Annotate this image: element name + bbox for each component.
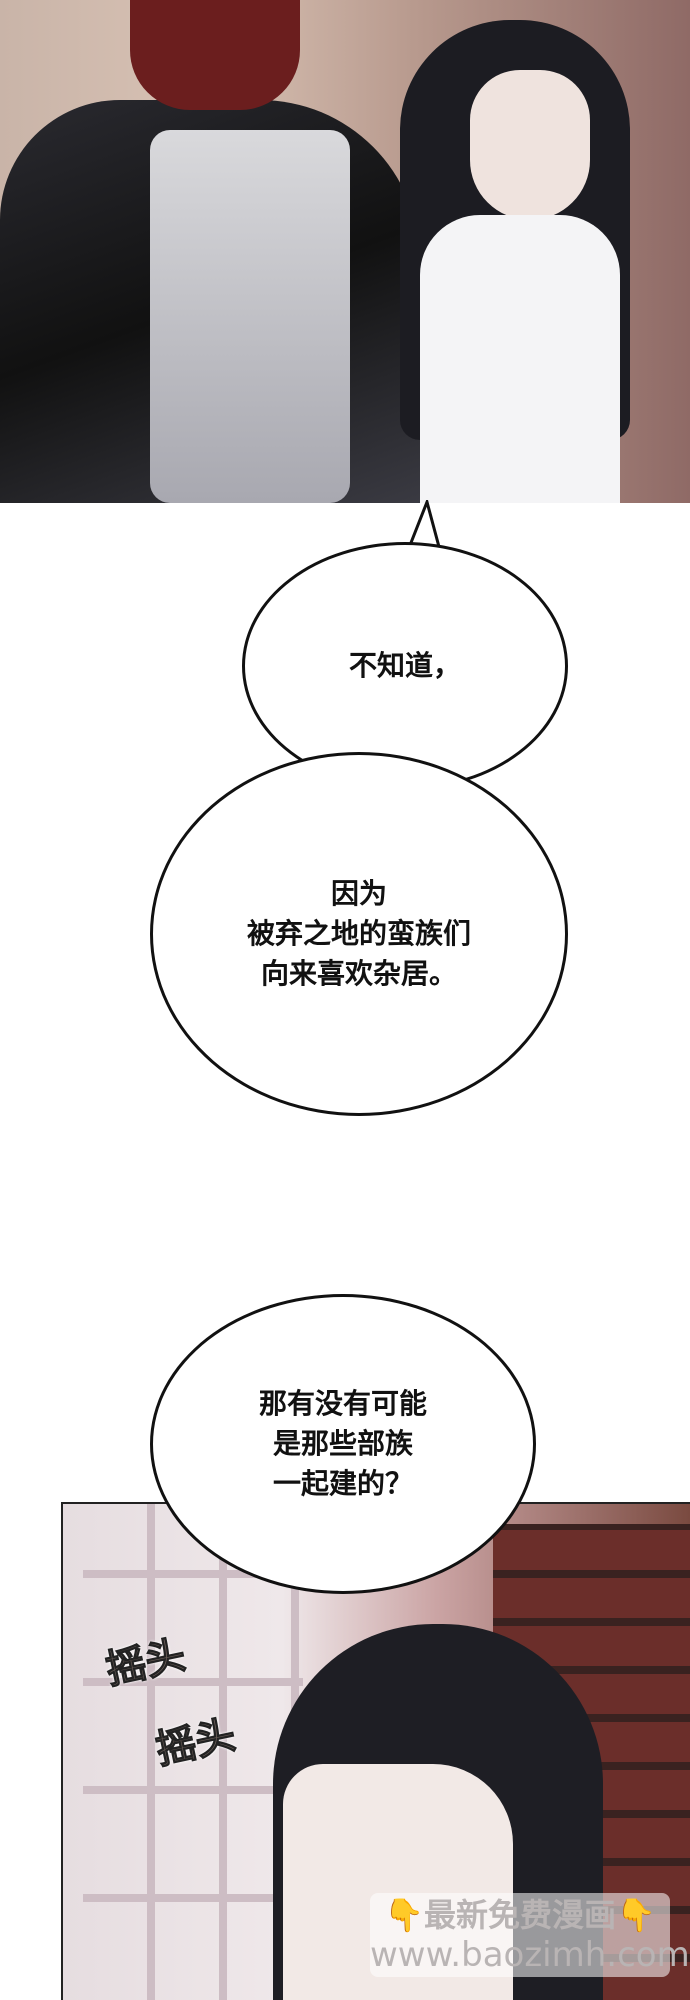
watermark-title: 最新免费漫画 xyxy=(423,1896,616,1934)
woman-face xyxy=(470,70,590,220)
bubble-text: 被弃之地的蛮族们 xyxy=(246,917,471,950)
speech-bubble-2: 因为被弃之地的蛮族们向来喜欢杂居。 xyxy=(150,752,568,1116)
watermark-url: www.baozimh.com xyxy=(370,1935,690,1975)
window-frame xyxy=(83,1504,303,2000)
man-shirt xyxy=(150,130,350,503)
speech-bubble-3: 那有没有可能是那些部族一起建的？ xyxy=(150,1294,536,1594)
woman-blouse xyxy=(420,215,620,503)
bubble-text: 不知道， xyxy=(348,649,461,682)
bubble-text: 因为 xyxy=(330,877,387,910)
bubble-join xyxy=(300,778,450,798)
watermark: 👇最新免费漫画👇 www.baozimh.com xyxy=(370,1893,690,1977)
speech-bubble-1: 不知道， xyxy=(242,542,568,790)
pointing-down-icon: 👇 xyxy=(616,1896,656,1934)
bubble-text: 一起建的？ xyxy=(272,1467,413,1500)
top-comic-panel xyxy=(0,0,690,503)
bubble-text: 那有没有可能 xyxy=(258,1387,427,1420)
man-hair xyxy=(130,0,300,110)
bubble-text: 是那些部族 xyxy=(272,1427,413,1460)
bubble-text: 向来喜欢杂居。 xyxy=(260,957,457,990)
pointing-down-icon: 👇 xyxy=(384,1896,424,1934)
